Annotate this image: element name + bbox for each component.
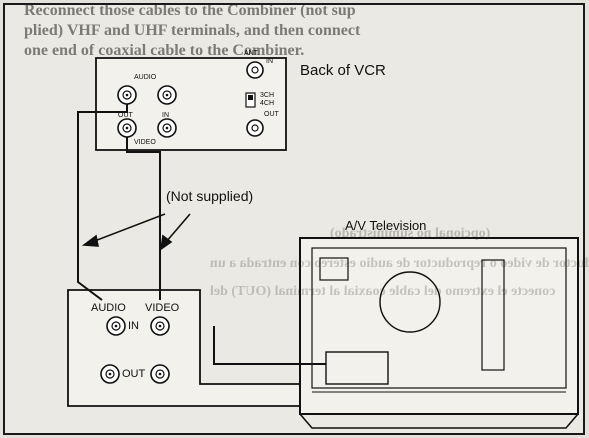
not-supplied-label: (Not supplied): [166, 188, 254, 204]
manual-line-1: Reconnect those cables to the Combiner (…: [24, 2, 356, 19]
tv-screen-circle: [379, 271, 441, 333]
mirror-line-2: Reproductor de video o reproductor de au…: [210, 256, 589, 271]
video-cable: [126, 137, 161, 300]
vcr-rf-out-label: OUT: [264, 111, 279, 118]
vcr-ant-in-label: IN: [266, 58, 273, 65]
vcr-audio-in-jack: [157, 85, 177, 105]
vcr-video-label: VIDEO: [134, 139, 156, 146]
vcr-antenna-in-connector: [246, 61, 264, 79]
vcr-audio-out-jack: [117, 85, 137, 105]
tv-audio-out-jack: [100, 364, 120, 384]
tv-video-label: VIDEO: [145, 302, 180, 314]
pointer-video-cable: [165, 213, 191, 243]
manual-line-2: plied) VHF and UHF terminals, and then c…: [24, 22, 361, 39]
tv-video-out-jack: [150, 364, 170, 384]
tv-link-cable: [213, 326, 326, 365]
mirror-line-3: conecte el extremo del cable coaxial al …: [210, 284, 556, 299]
vcr-audio-label: AUDIO: [134, 74, 157, 81]
tv-out-label: OUT: [122, 368, 146, 380]
audio-cable: [77, 104, 128, 301]
tv-audio-in-jack: [106, 316, 126, 336]
diagram-title: Back of VCR: [300, 62, 386, 79]
vcr-video-in-jack: [157, 118, 177, 138]
tv-audio-label: AUDIO: [91, 302, 126, 314]
tv-label: A/V Television: [345, 218, 427, 233]
manual-line-3: one end of coaxial cable to the Combiner…: [24, 42, 305, 59]
tv-in-label: IN: [128, 320, 139, 332]
vcr-4ch-label: 4CH: [260, 100, 275, 107]
vcr-out-label: OUT: [118, 112, 133, 119]
pointer-audio-cable: [91, 213, 166, 243]
av-cables: [77, 104, 326, 365]
tv-side-panel: [481, 259, 505, 371]
tv-base: [299, 413, 579, 429]
not-supplied-pointers: [81, 213, 191, 251]
tv-control-box: [319, 257, 349, 281]
arrow-head-audio: [81, 234, 99, 247]
tv-set: [299, 237, 579, 429]
tv-video-in-jack: [150, 316, 170, 336]
arrow-head-video: [159, 234, 173, 251]
vcr-rf-out-connector: [246, 119, 264, 137]
vcr-ant-label: ANT.: [244, 50, 260, 57]
vcr-3ch-label: 3CH: [260, 92, 275, 99]
vcr-video-out-jack: [117, 118, 137, 138]
tv-input-area: [325, 351, 389, 385]
vcr-in-label: IN: [162, 112, 169, 119]
channel-switch: [245, 92, 256, 108]
